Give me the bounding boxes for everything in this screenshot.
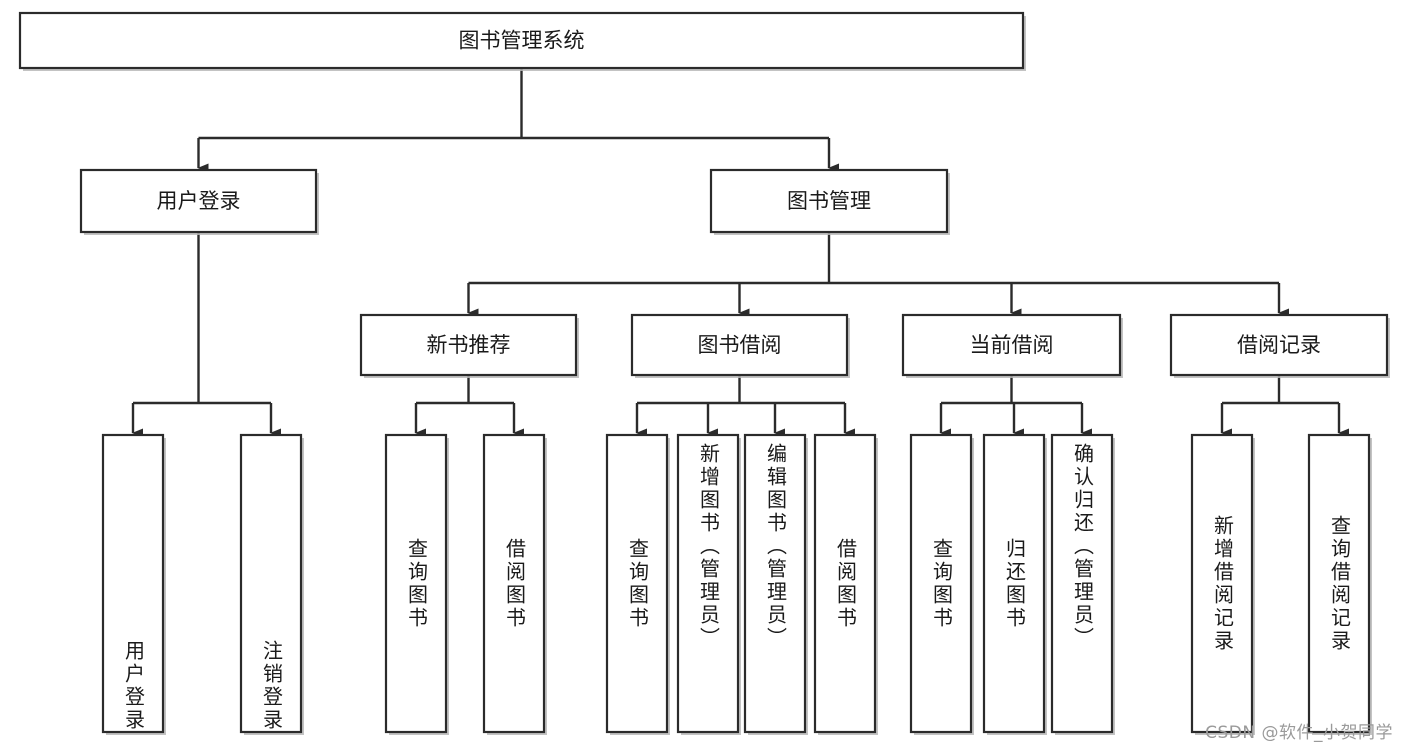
node-book-borrow[interactable]: 图书借阅 (630, 313, 850, 378)
edge-group-new-book-rec (414, 375, 524, 438)
node-leaf-confirm-return[interactable] (1050, 433, 1115, 735)
node-label: 图书管理 (787, 189, 871, 213)
node-current-borrow[interactable]: 当前借阅 (901, 313, 1123, 378)
edge-group-book-manage (467, 232, 1289, 318)
node-label: 当前借阅 (970, 333, 1054, 357)
edge-group-user-login (131, 232, 281, 438)
node-root[interactable]: 图书管理系统 (18, 11, 1026, 71)
node-leaf-query-book-2[interactable] (605, 433, 670, 735)
watermark-text: CSDN @软件_小贺同学 (1205, 723, 1393, 743)
node-leaf-logout[interactable] (239, 433, 304, 735)
node-leaf-query-record[interactable] (1307, 433, 1372, 735)
node-leaf-query-book-1[interactable] (384, 433, 449, 735)
node-label: 图书借阅 (698, 333, 782, 357)
node-leaf-return-book[interactable] (982, 433, 1047, 735)
node-leaf-add-record[interactable] (1190, 433, 1255, 735)
node-label: 新书推荐 (427, 333, 511, 357)
edge-group-root (197, 68, 839, 173)
node-leaf-edit-book[interactable] (743, 433, 808, 735)
node-leaf-add-book[interactable] (676, 433, 741, 735)
node-leaf-borrow-book-2[interactable] (813, 433, 878, 735)
node-label: 借阅记录 (1237, 333, 1321, 357)
node-label: 图书管理系统 (459, 29, 585, 53)
edges-layer (131, 68, 1349, 438)
node-borrow-record[interactable]: 借阅记录 (1169, 313, 1390, 378)
node-label: 用户登录 (157, 189, 241, 213)
edge-group-book-borrow (635, 375, 855, 438)
edge-group-current-borrow (939, 375, 1092, 438)
node-book-manage[interactable]: 图书管理 (709, 168, 950, 235)
node-leaf-borrow-book-1[interactable] (482, 433, 547, 735)
node-leaf-query-book-3[interactable] (909, 433, 974, 735)
node-new-book-rec[interactable]: 新书推荐 (359, 313, 579, 378)
node-leaf-user-login[interactable] (101, 433, 166, 735)
node-user-login[interactable]: 用户登录 (79, 168, 319, 235)
edge-group-borrow-record (1220, 375, 1349, 438)
